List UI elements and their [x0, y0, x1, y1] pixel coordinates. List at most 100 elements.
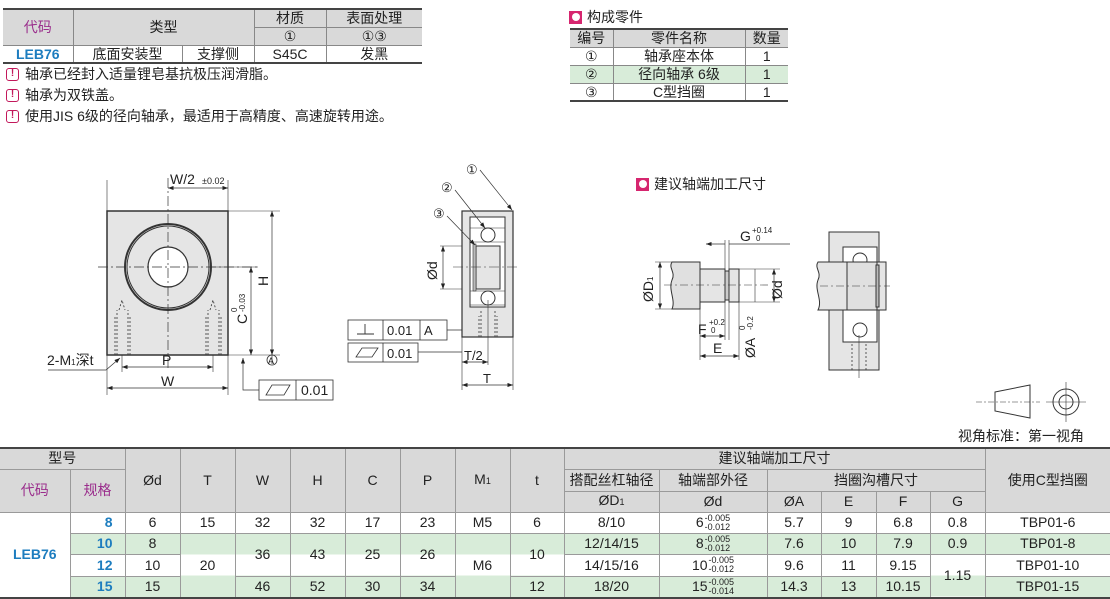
- cell-a: 5.7: [766, 511, 822, 534]
- header-model: 型号: [0, 447, 126, 470]
- cell-shaft-d: 15-0.005-0.014: [658, 575, 768, 599]
- cell-d: 10: [124, 553, 181, 577]
- cell-e: 13: [820, 575, 877, 599]
- table-row: 12 10 14/15/16 10-0.005-0.012 9.6 11 9.1…: [0, 553, 1110, 599]
- cell-t-thickness: 15: [179, 511, 236, 534]
- table-row: LEB76 8 6 15 32 32 17 23 M5 6 8/10 6-0.0…: [0, 511, 1110, 599]
- dim-p: P: [162, 352, 171, 368]
- header-e: E: [820, 490, 877, 513]
- cell-a: 14.3: [766, 575, 822, 599]
- dim-w: W: [161, 373, 175, 389]
- cell-g: 0.8: [929, 511, 986, 534]
- front-view: [48, 178, 334, 401]
- dim-t-half: T/2: [464, 348, 483, 363]
- callout-2: ②: [441, 180, 453, 195]
- header-h: H: [289, 447, 346, 513]
- header-a: ØA: [766, 490, 822, 513]
- note-text: 轴承已经封入适量锂皂基抗极压润滑脂。: [25, 66, 277, 82]
- section-marker-icon: [569, 10, 582, 24]
- header-size: 规格: [69, 468, 126, 513]
- part-no: ②: [570, 64, 614, 84]
- cell-ring: TBP01-8: [984, 532, 1110, 555]
- dim-h: H: [255, 276, 271, 286]
- cell-a: 9.6: [766, 553, 822, 577]
- row-code: LEB76: [0, 511, 71, 599]
- spec-mount: 底面安装型: [72, 44, 183, 64]
- cell-f: 9.15: [875, 553, 931, 577]
- warning-icon: !: [6, 110, 19, 123]
- table-row: 10 8 20 36 43 25 26 M6 10 12/14/15 8-0.0…: [0, 532, 1110, 599]
- dimensions-table: 型号 Ød T W H C P M1 t 建议轴端加工尺寸 使用C型挡圈 代码 …: [0, 447, 1110, 599]
- header-end-diameter: 轴端部外径: [658, 468, 768, 492]
- cell-t: 12: [509, 575, 565, 599]
- header-t: t: [509, 447, 565, 513]
- side-view: [347, 169, 520, 390]
- header-shaft-d: Ød: [658, 490, 768, 513]
- cell-ring: TBP01-6: [984, 511, 1110, 534]
- dim-c-tol-lo: -0.03: [238, 293, 247, 312]
- cell-w: 32: [234, 511, 291, 534]
- dim-a: ØA: [742, 337, 758, 358]
- cell-t-thickness: 20: [179, 532, 236, 599]
- cell-p: 23: [399, 511, 456, 534]
- flatness-value: 0.01: [301, 382, 328, 398]
- header-screw-shaft: 搭配丝杠轴径: [563, 468, 660, 492]
- shaft-section-title-text: 建议轴端加工尺寸: [654, 176, 766, 192]
- part-no: ③: [570, 82, 614, 102]
- dim-w-half: W/2: [170, 171, 195, 187]
- part-qty: 1: [744, 82, 788, 102]
- header-type: 类型: [72, 8, 255, 46]
- header-code: 代码: [0, 468, 71, 513]
- table-row: 15 15 46 52 30 34 12 18/20 15-0.005-0.01…: [0, 575, 1110, 599]
- cell-a: 7.6: [766, 532, 822, 555]
- cell-c: 17: [344, 511, 401, 534]
- header-p: P: [399, 447, 456, 513]
- dim-a-lo: -0.2: [746, 316, 755, 330]
- header-code: 代码: [3, 8, 74, 46]
- header-m1: M1: [454, 447, 511, 513]
- row-size: 12: [70, 553, 126, 577]
- spec-side: 支撑侧: [181, 44, 255, 64]
- cell-h: 43: [289, 532, 346, 577]
- dim-g-up: +0.14: [752, 226, 773, 235]
- callout-3: ③: [433, 206, 445, 221]
- parts-header-qty: 数量: [744, 28, 788, 48]
- callout-1: ①: [466, 162, 478, 177]
- section-marker-icon: [636, 177, 649, 191]
- spec-material: S45C: [253, 44, 327, 64]
- cell-p: 34: [399, 575, 456, 599]
- cell-shaft-d: 10-0.005-0.012: [658, 553, 768, 577]
- assembly-drawing: [816, 231, 890, 378]
- row-size: 15: [70, 575, 126, 599]
- row-size: 10: [70, 532, 126, 555]
- notes: !轴承已经封入适量锂皂基抗极压润滑脂。 !轴承为双铁盖。 !使用JIS 6级的径…: [6, 64, 393, 127]
- cell-h: 52: [289, 575, 346, 599]
- shaft-drawing: [655, 240, 790, 360]
- dim-t: T: [483, 371, 491, 386]
- cell-ring: TBP01-10: [984, 553, 1110, 577]
- cell-d1: 18/20: [563, 575, 660, 599]
- cell-f: 6.8: [875, 511, 931, 534]
- cell-e: 10: [820, 532, 877, 555]
- dim-w-half-tol: ±0.02: [202, 176, 224, 186]
- cell-c: 30: [344, 575, 401, 599]
- cell-m1: M6: [454, 532, 511, 599]
- cell-t: 6: [509, 511, 565, 534]
- header-retaining-ring: 使用C型挡圈: [984, 447, 1110, 513]
- note: !轴承已经封入适量锂皂基抗极压润滑脂。: [6, 64, 393, 85]
- thread-label: 2-M1深t: [47, 352, 94, 368]
- cell-ring: TBP01-15: [984, 575, 1110, 599]
- view-standard-label: 视角标准：第一视角: [958, 428, 1084, 444]
- cell-d1: 12/14/15: [563, 532, 660, 555]
- row-size: 8: [69, 511, 126, 534]
- dim-f: F: [698, 321, 707, 337]
- cell-g: 0.9: [929, 532, 986, 555]
- shaft-section-title: 建议轴端加工尺寸: [636, 174, 766, 194]
- spec-code: LEB76: [3, 44, 74, 64]
- spec-surface: 发黑: [325, 44, 422, 64]
- side-flatness-value: 0.01: [387, 346, 412, 361]
- note-text: 使用JIS 6级的径向轴承，最适用于高精度、高速旋转用途。: [25, 108, 393, 124]
- datum-a: A: [268, 356, 274, 366]
